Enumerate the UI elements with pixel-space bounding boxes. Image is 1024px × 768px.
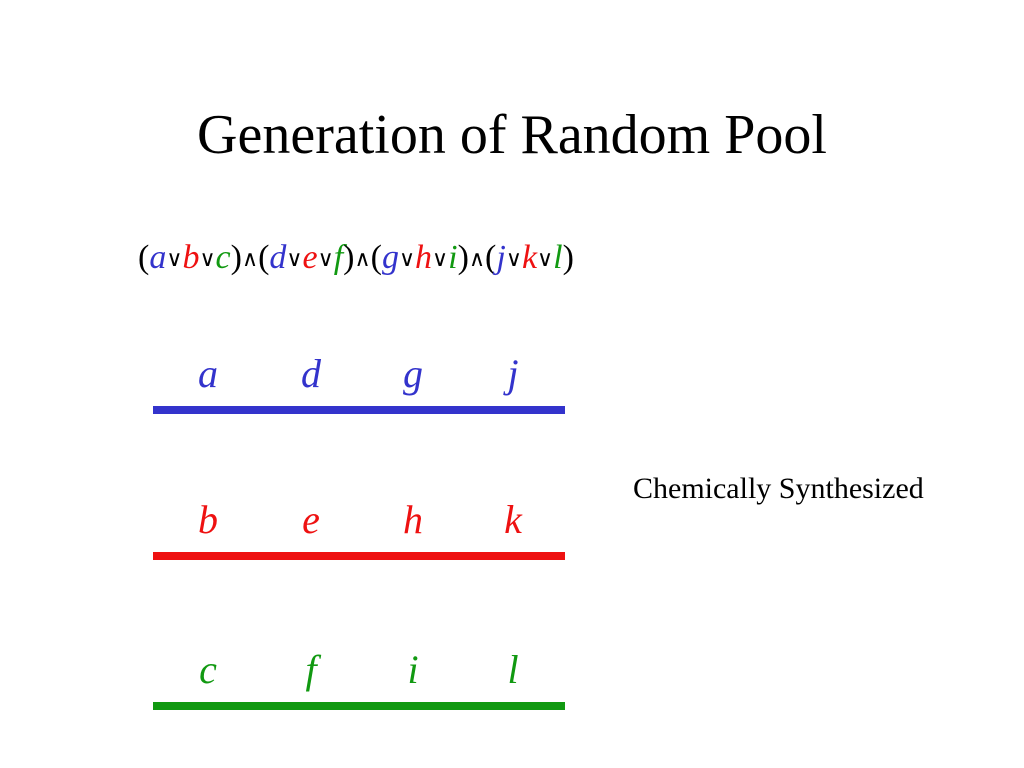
formula-variable: a bbox=[149, 239, 167, 276]
strand-letter-i: i bbox=[407, 647, 419, 692]
strand-bar-green bbox=[153, 702, 565, 710]
strand-letter-g: g bbox=[403, 351, 423, 396]
formula-parenthesis: ( bbox=[258, 239, 270, 276]
formula-parenthesis: ) bbox=[457, 239, 469, 276]
strand-letter-e: e bbox=[302, 497, 320, 542]
chemically-synthesized-label: Chemically Synthesized bbox=[633, 472, 924, 505]
formula-parenthesis: ( bbox=[370, 239, 382, 276]
formula-parenthesis: ) bbox=[230, 239, 242, 276]
strand-letter-h: h bbox=[403, 497, 423, 542]
formula-variable: e bbox=[302, 239, 318, 276]
boolean-formula: (a∨b∨c)∧(d∨e∨f)∧(g∨h∨i)∧(j∨k∨l) bbox=[138, 236, 574, 282]
formula-variable: d bbox=[269, 239, 287, 276]
strand-letter-c: c bbox=[199, 647, 217, 692]
formula-parenthesis: ( bbox=[138, 239, 150, 276]
strand-letter-d: d bbox=[301, 351, 321, 396]
strand-letter-l: l bbox=[507, 647, 519, 692]
or-operator: ∨ bbox=[199, 247, 216, 272]
formula-variable: h bbox=[415, 239, 433, 276]
formula-variable: b bbox=[182, 239, 200, 276]
strand-letter-b: b bbox=[198, 497, 218, 542]
strand-bar-blue bbox=[153, 406, 565, 414]
formula-variable: c bbox=[215, 239, 231, 276]
formula-variable: i bbox=[448, 239, 458, 276]
formula-variable: l bbox=[553, 239, 563, 276]
formula-variable: f bbox=[333, 239, 344, 276]
strand-letter-a: a bbox=[198, 351, 218, 396]
and-operator: ∧ bbox=[468, 247, 486, 272]
strand-letter-j: j bbox=[507, 351, 519, 396]
or-operator: ∨ bbox=[317, 247, 334, 272]
or-operator: ∨ bbox=[537, 247, 554, 272]
formula-parenthesis: ) bbox=[562, 239, 574, 276]
and-operator: ∧ bbox=[241, 247, 259, 272]
or-operator: ∨ bbox=[505, 247, 522, 272]
slide-title: Generation of Random Pool bbox=[197, 104, 827, 166]
or-operator: ∨ bbox=[432, 247, 449, 272]
and-operator: ∧ bbox=[354, 247, 371, 272]
formula-variable: j bbox=[496, 239, 506, 276]
strand-letter-f: f bbox=[305, 647, 317, 692]
formula-variable: g bbox=[381, 239, 399, 276]
formula-parenthesis: ( bbox=[485, 239, 497, 276]
strand-letter-k: k bbox=[504, 497, 522, 542]
or-operator: ∨ bbox=[286, 247, 303, 272]
or-operator: ∨ bbox=[398, 247, 416, 272]
formula-variable: k bbox=[521, 239, 538, 276]
or-operator: ∨ bbox=[166, 247, 183, 272]
formula-parenthesis: ) bbox=[343, 239, 355, 276]
strand-bar-red bbox=[153, 552, 565, 560]
